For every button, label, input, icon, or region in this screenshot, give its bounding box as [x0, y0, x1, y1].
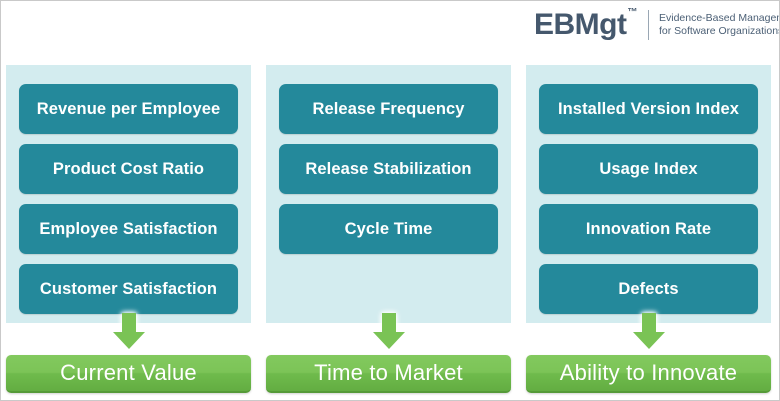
logo-divider: [647, 10, 649, 40]
logo-wordmark-text: EBMgt: [534, 8, 627, 41]
metric-box[interactable]: Product Cost Ratio: [19, 144, 238, 194]
metric-box[interactable]: Defects: [539, 264, 758, 314]
metric-panel: Revenue per Employee Product Cost Ratio …: [6, 65, 251, 323]
banner-current-value[interactable]: Current Value: [6, 355, 251, 393]
banner-ability-to-innovate[interactable]: Ability to Innovate: [526, 355, 771, 393]
metric-panel: Release Frequency Release Stabilization …: [266, 65, 511, 323]
metric-box[interactable]: Employee Satisfaction: [19, 204, 238, 254]
metric-panel: Installed Version Index Usage Index Inno…: [526, 65, 771, 323]
ebmgt-logo: EBMgt™ Evidence-Based Management for Sof…: [534, 7, 780, 43]
logo-wordmark: EBMgt™: [534, 7, 637, 41]
metric-columns: Revenue per Employee Product Cost Ratio …: [6, 65, 776, 349]
metric-box[interactable]: Revenue per Employee: [19, 84, 238, 134]
banner-time-to-market[interactable]: Time to Market: [266, 355, 511, 393]
trademark-icon: ™: [627, 7, 637, 18]
logo-tagline: Evidence-Based Management for Software O…: [658, 12, 780, 38]
column-current-value: Revenue per Employee Product Cost Ratio …: [6, 65, 251, 349]
metric-box[interactable]: Customer Satisfaction: [19, 264, 238, 314]
metric-box[interactable]: Release Stabilization: [279, 144, 498, 194]
metric-box[interactable]: Cycle Time: [279, 204, 498, 254]
arrow-container: [526, 313, 771, 350]
column-ability-to-innovate: Installed Version Index Usage Index Inno…: [526, 65, 771, 349]
column-time-to-market: Release Frequency Release Stabilization …: [266, 65, 511, 349]
metric-box[interactable]: Innovation Rate: [539, 204, 758, 254]
down-arrow-icon: [632, 313, 666, 350]
outcome-banners: Current Value Time to Market Ability to …: [6, 355, 776, 393]
down-arrow-icon: [112, 313, 146, 350]
metric-box[interactable]: Installed Version Index: [539, 84, 758, 134]
logo-tagline-line1: Evidence-Based Management: [658, 12, 779, 24]
arrow-container: [6, 313, 251, 350]
logo-tagline-line2: for Software Organizations: [658, 25, 780, 37]
down-arrow-icon: [372, 313, 406, 350]
metric-box[interactable]: Release Frequency: [279, 84, 498, 134]
arrow-container: [266, 313, 511, 350]
metric-box[interactable]: Usage Index: [539, 144, 758, 194]
